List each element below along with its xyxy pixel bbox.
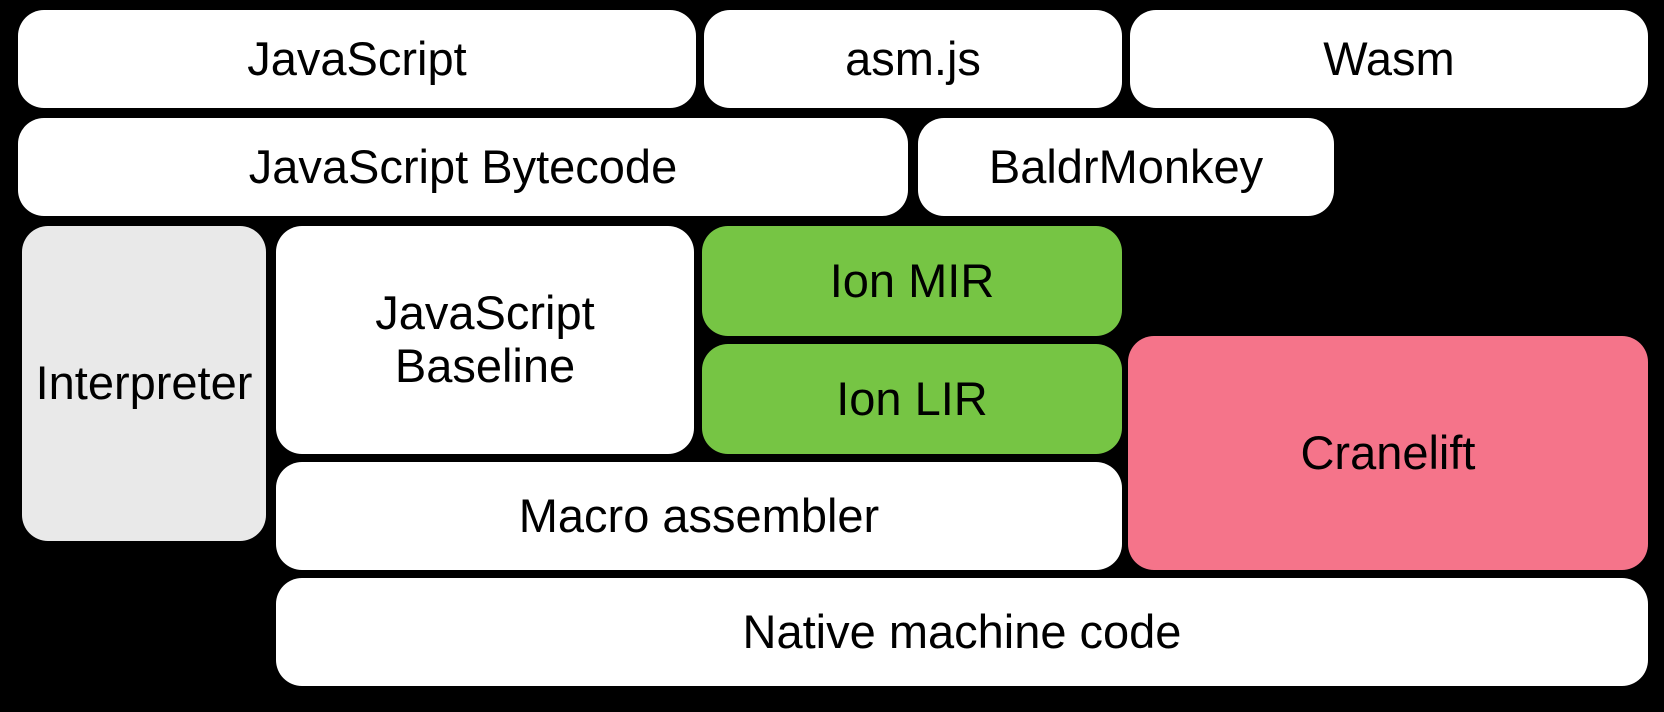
node-ion-lir: Ion LIR xyxy=(702,344,1122,454)
node-wasm: Wasm xyxy=(1130,10,1648,108)
node-native-machine-code: Native machine code xyxy=(276,578,1648,686)
node-interpreter: Interpreter xyxy=(22,226,266,541)
node-ion-mir: Ion MIR xyxy=(702,226,1122,336)
node-cranelift: Cranelift xyxy=(1128,336,1648,570)
node-javascript-bytecode: JavaScript Bytecode xyxy=(18,118,908,216)
node-baldrmonkey: BaldrMonkey xyxy=(918,118,1334,216)
node-macro-assembler: Macro assembler xyxy=(276,462,1122,570)
node-javascript: JavaScript xyxy=(18,10,696,108)
node-javascript-baseline: JavaScript Baseline xyxy=(276,226,694,454)
node-asm-js: asm.js xyxy=(704,10,1122,108)
